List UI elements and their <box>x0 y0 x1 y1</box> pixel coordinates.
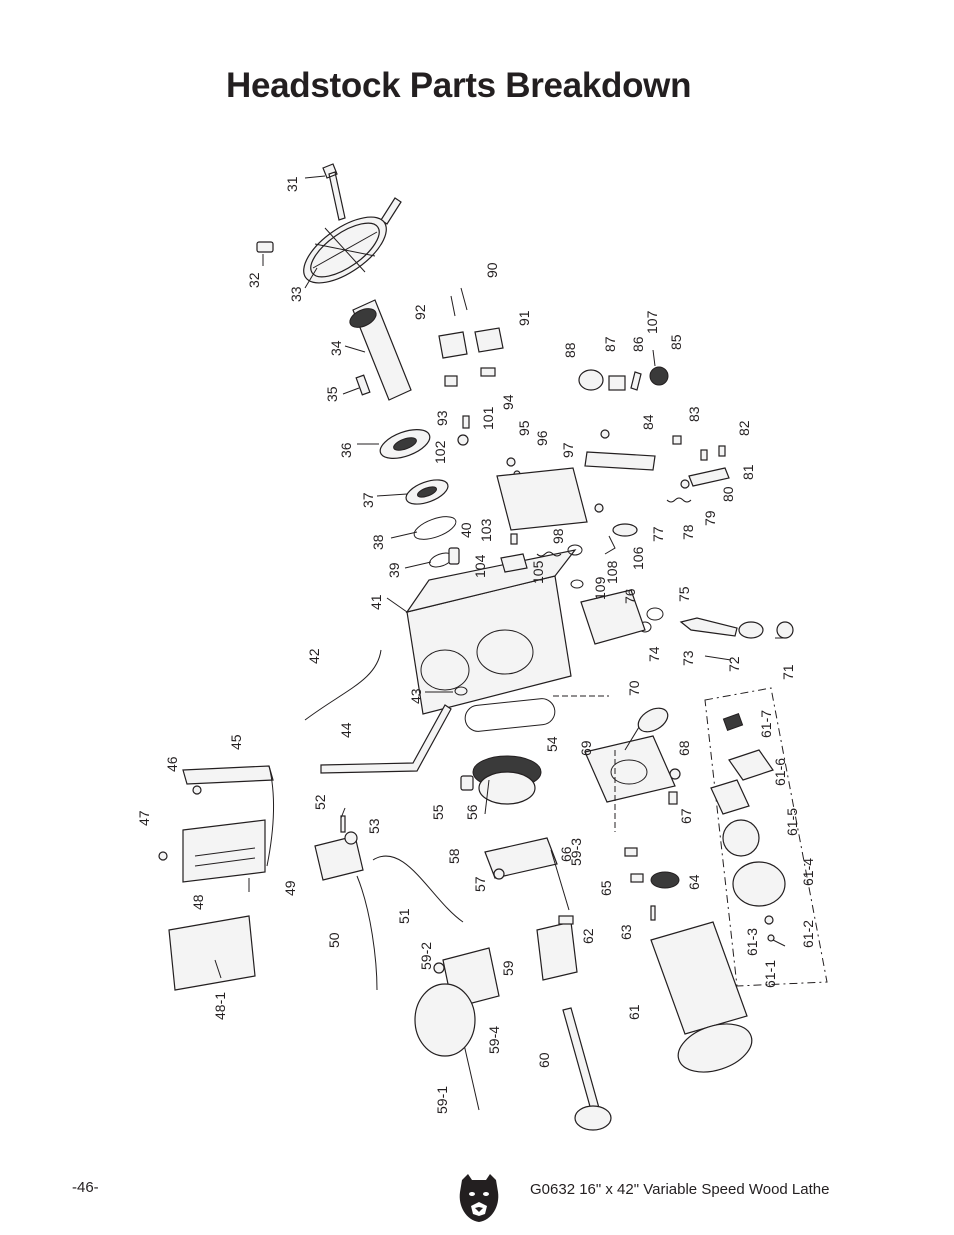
callout-108: 109 <box>592 576 608 600</box>
callout-40: 40 <box>458 522 474 538</box>
callout-36: 36 <box>338 442 354 458</box>
callout-labels: 31 32 33 34 35 36 37 38 39 40 41 42 43 4… <box>136 176 816 1114</box>
callout-34: 34 <box>328 340 344 356</box>
callout-65: 65 <box>598 880 614 896</box>
callout-31: 31 <box>284 176 300 192</box>
callout-59: 59 <box>500 960 516 976</box>
callout-96: 96 <box>534 430 550 446</box>
callout-67: 67 <box>678 808 694 824</box>
callout-71: 71 <box>780 664 796 680</box>
callout-75: 75 <box>676 586 692 602</box>
callout-50: 50 <box>326 932 342 948</box>
callout-68: 68 <box>676 740 692 756</box>
callout-66: 66 <box>558 846 574 862</box>
leader-lines <box>214 175 785 979</box>
callout-49: 49 <box>282 880 298 896</box>
callout-58: 58 <box>446 848 462 864</box>
callout-90: 90 <box>484 262 500 278</box>
callout-48-1: 48-1 <box>212 992 228 1020</box>
callout-59-1: 59-1 <box>434 1086 450 1114</box>
document-title: G0632 16" x 42" Variable Speed Wood Lath… <box>530 1181 830 1198</box>
callout-54: 54 <box>544 736 560 752</box>
callout-76: 76 <box>622 588 638 604</box>
callout-48: 48 <box>190 894 206 910</box>
callout-61-5: 61-5 <box>784 808 800 836</box>
callout-64: 64 <box>686 874 702 890</box>
callout-60: 60 <box>536 1052 552 1068</box>
callout-42: 42 <box>306 648 322 664</box>
callout-37: 37 <box>360 492 376 508</box>
callout-83: 83 <box>686 406 702 422</box>
callout-78: 78 <box>680 524 696 540</box>
callout-91: 91 <box>516 310 532 326</box>
callout-87: 87 <box>602 336 618 352</box>
callout-44: 44 <box>338 722 354 738</box>
bear-head-icon <box>459 1174 499 1222</box>
callout-98: 98 <box>550 528 566 544</box>
callout-61-6: 61-6 <box>772 758 788 786</box>
callout-101: 101 <box>480 406 496 430</box>
callout-59-2: 59-2 <box>418 942 434 970</box>
callout-74: 74 <box>646 646 662 662</box>
callout-88: 88 <box>562 342 578 358</box>
callout-103: 103 <box>478 518 494 542</box>
callout-95: 95 <box>516 420 532 436</box>
callout-85: 85 <box>668 334 684 350</box>
callout-109: 107 <box>644 310 660 334</box>
callout-51: 51 <box>396 908 412 924</box>
callout-61-4: 61-4 <box>800 858 816 886</box>
callout-52: 52 <box>312 794 328 810</box>
callout-47: 47 <box>136 810 152 826</box>
page-title: Headstock Parts Breakdown <box>226 66 692 105</box>
callout-80: 80 <box>720 486 736 502</box>
callout-97: 97 <box>560 442 576 458</box>
part-drawings <box>158 163 828 1131</box>
callout-61: 61 <box>626 1004 642 1020</box>
callout-61-7: 61-7 <box>758 710 774 738</box>
callout-59-3: 59-3 <box>568 838 584 866</box>
callout-35: 35 <box>324 386 340 402</box>
callout-72: 72 <box>726 656 742 672</box>
callout-69: 69 <box>578 740 594 756</box>
callout-94: 94 <box>500 394 516 410</box>
callout-59-4: 59-4 <box>486 1026 502 1054</box>
callout-70: 70 <box>626 680 642 696</box>
callout-61-1: 61-1 <box>762 960 778 988</box>
callout-53: 53 <box>366 818 382 834</box>
callout-46: 46 <box>164 756 180 772</box>
callout-73: 73 <box>680 650 696 666</box>
callout-32: 32 <box>246 272 262 288</box>
callout-105: 105 <box>530 560 546 584</box>
callout-55: 55 <box>430 804 446 820</box>
callout-107: 108 <box>604 560 620 584</box>
callout-41: 41 <box>368 594 384 610</box>
callout-57: 57 <box>472 876 488 892</box>
callout-38: 38 <box>370 534 386 550</box>
callout-45: 45 <box>228 734 244 750</box>
callout-61-3: 61-3 <box>744 928 760 956</box>
callout-84: 84 <box>640 414 656 430</box>
callout-39: 39 <box>386 562 402 578</box>
callout-81: 81 <box>740 464 756 480</box>
callout-56: 56 <box>464 804 480 820</box>
callout-77: 77 <box>650 526 666 542</box>
callout-92: 92 <box>412 304 428 320</box>
callout-33: 33 <box>288 286 304 302</box>
callout-62: 62 <box>580 928 596 944</box>
callout-106: 106 <box>630 546 646 570</box>
callout-82: 82 <box>736 420 752 436</box>
callout-63: 63 <box>618 924 634 940</box>
callout-61-2: 61-2 <box>800 920 816 948</box>
callout-102: 102 <box>432 440 448 464</box>
callout-86: 86 <box>630 336 646 352</box>
callout-79: 79 <box>702 510 718 526</box>
callout-104: 104 <box>472 554 488 578</box>
callout-93: 93 <box>434 410 450 426</box>
page-number: -46- <box>72 1179 99 1196</box>
callout-43: 43 <box>408 688 424 704</box>
parts-diagram: 31 32 33 34 35 36 37 38 39 40 41 42 43 4… <box>136 140 828 1140</box>
